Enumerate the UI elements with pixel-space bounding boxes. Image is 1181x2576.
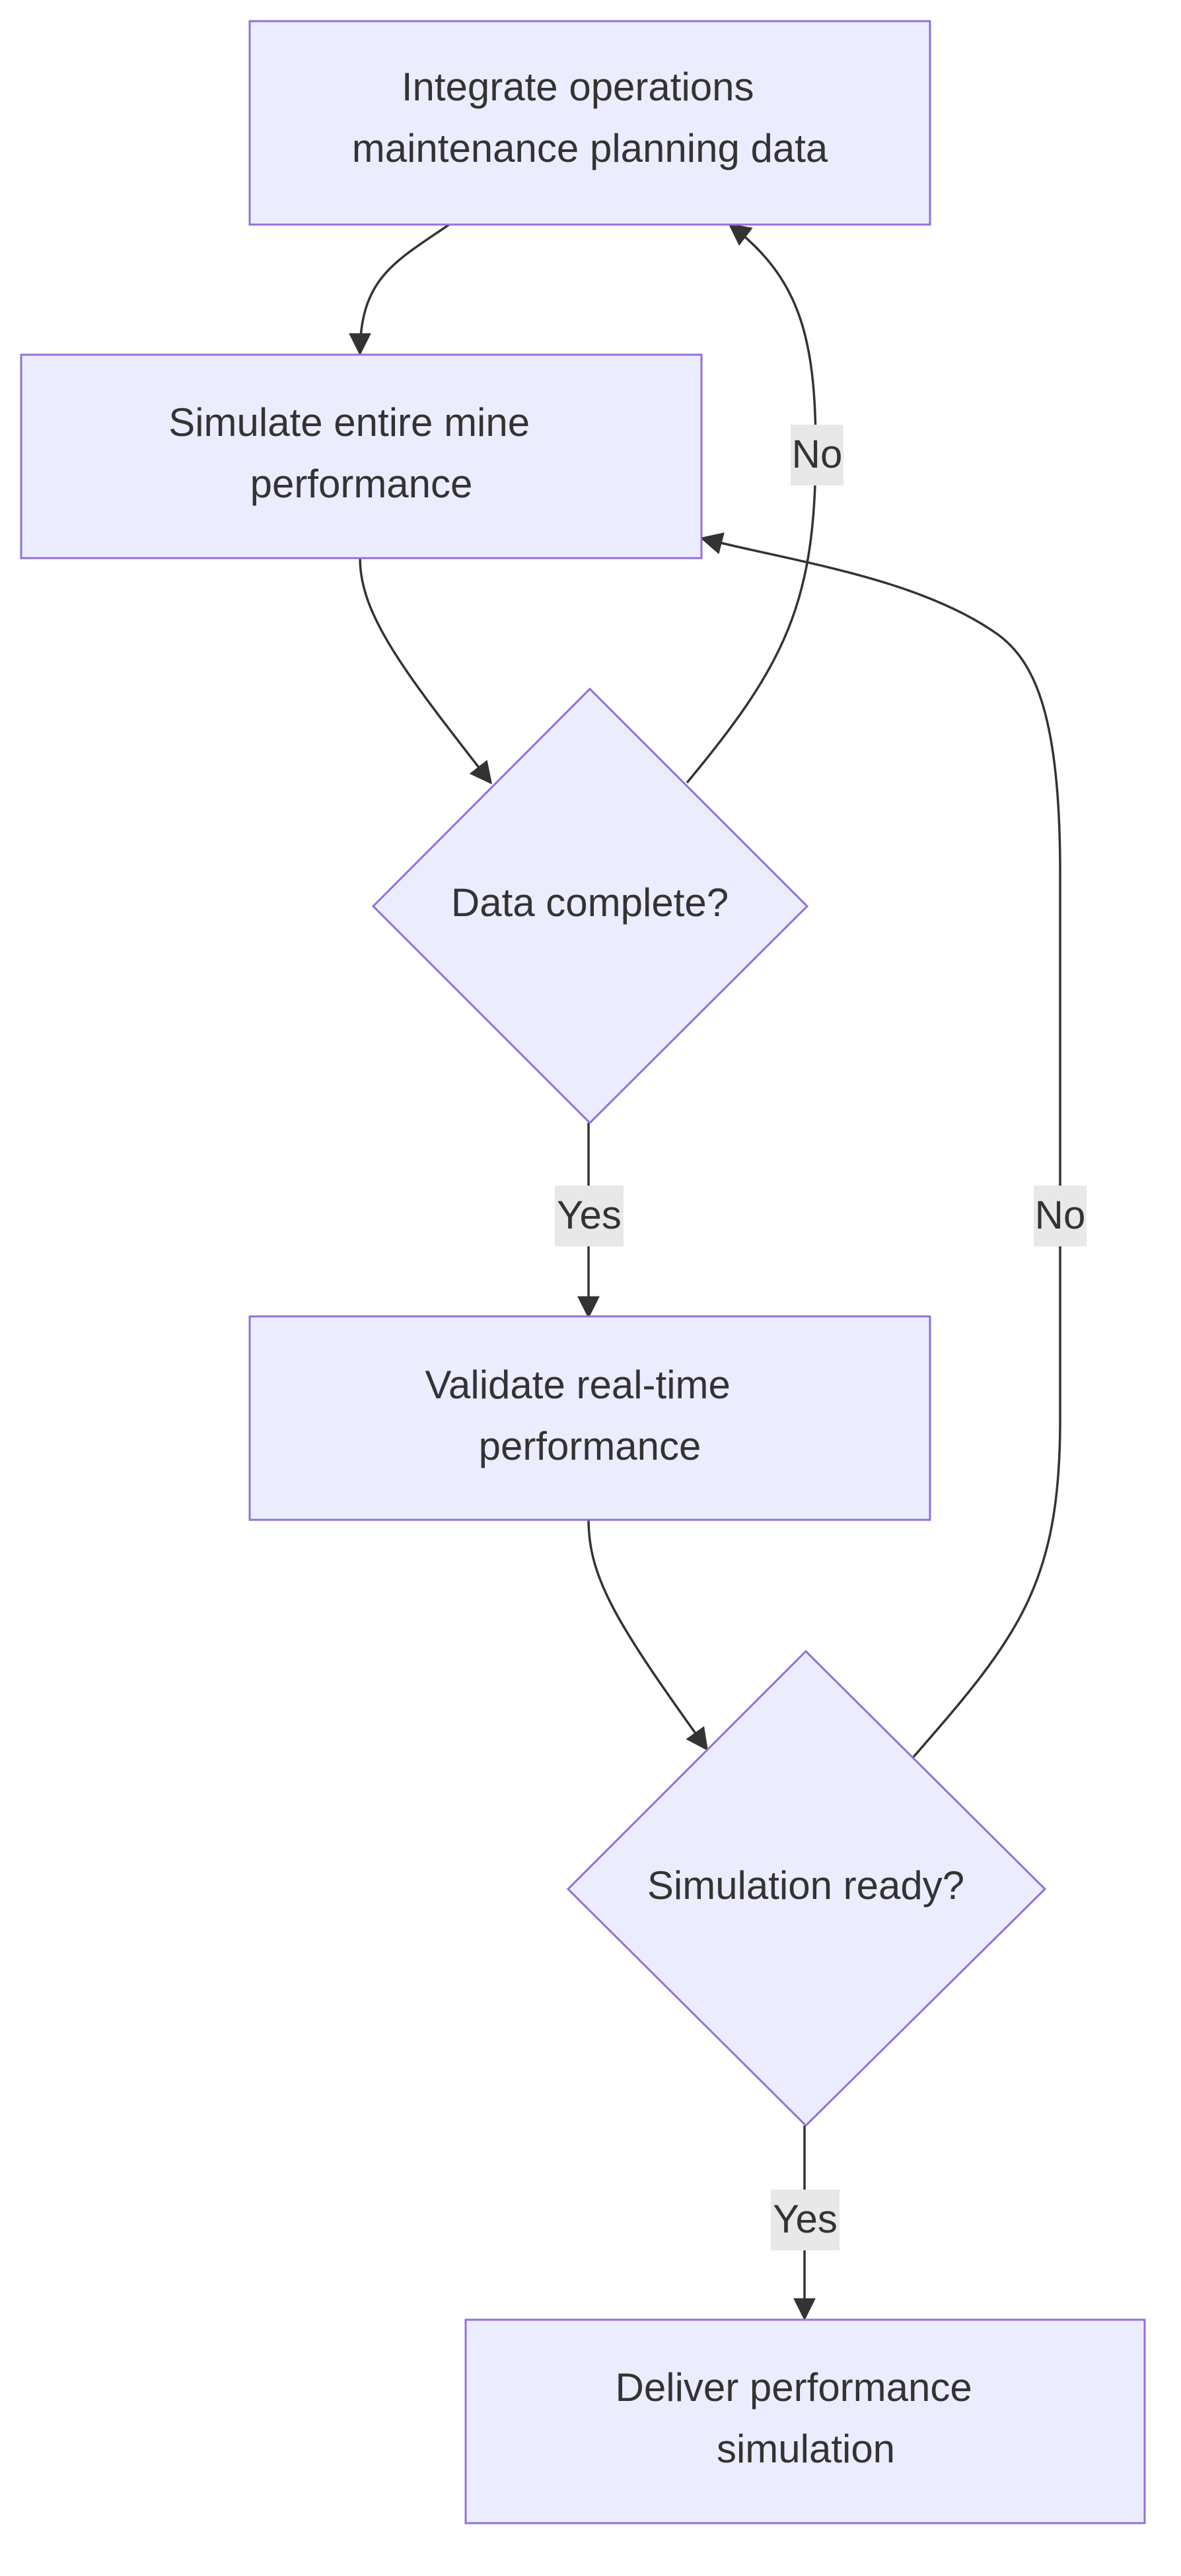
node-data-complete-text: Data complete?	[451, 880, 729, 925]
edge-simulation-ready-to-simulate	[699, 532, 1061, 1758]
node-validate-text: Validate real-time performance	[425, 1363, 741, 1468]
edge-simulate-to-data-complete	[359, 557, 493, 785]
edge-label-text: Yes	[557, 1193, 622, 1237]
edge-label-no-2: No	[1034, 1186, 1087, 1246]
node-validate: Validate real-time performance	[248, 1315, 931, 1521]
node-simulate-text: Simulate entire mine performance	[168, 400, 541, 506]
edge-data-complete-to-integrate	[686, 223, 817, 784]
node-deliver-text: Deliver performance simulation	[616, 2365, 984, 2471]
edge-validate-to-simulation-ready	[587, 1519, 708, 1751]
edge-labels: No Yes No Yes	[555, 425, 1087, 2250]
node-simulation-ready: Simulation ready?	[566, 1649, 1047, 2128]
node-deliver: Deliver performance simulation	[464, 2318, 1146, 2524]
node-simulate: Simulate entire mine performance	[20, 353, 703, 559]
edge-label-yes-2: Yes	[771, 2190, 840, 2250]
edge-label-text: No	[1035, 1193, 1086, 1237]
edge-integrate-to-simulate	[349, 223, 450, 356]
edge-label-text: Yes	[773, 2197, 838, 2241]
edge-label-text: No	[792, 432, 843, 476]
node-simulation-ready-text: Simulation ready?	[647, 1863, 964, 1908]
nodes: Integrate operations maintenance plannin…	[20, 20, 1146, 2524]
edge-label-yes-1: Yes	[555, 1186, 624, 1246]
node-integrate: Integrate operations maintenance plannin…	[248, 20, 931, 226]
edge-label-no-1: No	[791, 425, 843, 485]
node-data-complete: Data complete?	[371, 687, 809, 1125]
node-integrate-text: Integrate operations maintenance plannin…	[352, 65, 828, 170]
